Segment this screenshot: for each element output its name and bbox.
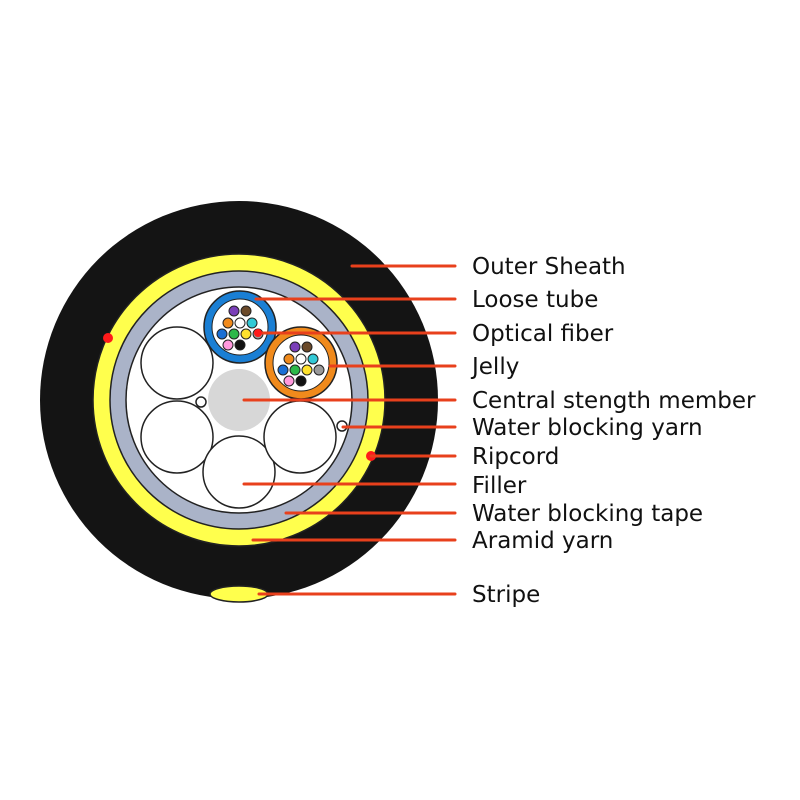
optical-fiber	[234, 339, 246, 351]
ripcord	[103, 333, 113, 343]
optical-fiber	[301, 364, 313, 376]
label-outer-sheath: Outer Sheath	[472, 254, 626, 280]
optical-fiber	[289, 341, 301, 353]
optical-fiber	[283, 353, 295, 365]
optical-fiber	[313, 364, 325, 376]
optical-fiber	[216, 328, 228, 340]
filler	[202, 435, 276, 509]
optical-fiber	[307, 353, 319, 365]
central-strength-member	[208, 369, 270, 431]
optical-fiber-bundle	[277, 341, 325, 387]
optical-fiber	[222, 317, 234, 329]
optical-fiber	[246, 317, 258, 329]
label-water-blocking-tape: Water blocking tape	[472, 501, 703, 527]
optical-fiber	[277, 364, 289, 376]
optical-fiber	[240, 328, 252, 340]
optical-fiber	[283, 375, 295, 387]
optical-fiber	[228, 305, 240, 317]
optical-fiber-marker-dot	[254, 329, 262, 337]
loose-tube-orange	[264, 326, 338, 400]
label-filler: Filler	[472, 473, 527, 499]
optical-fiber	[240, 305, 252, 317]
optical-fiber	[228, 328, 240, 340]
optical-fiber	[289, 364, 301, 376]
filler	[140, 326, 214, 400]
optical-fiber	[301, 341, 313, 353]
label-loose-tube: Loose tube	[472, 287, 598, 313]
label-aramid-yarn: Aramid yarn	[472, 528, 613, 554]
label-central-strength-member: Central stength member	[472, 388, 756, 414]
leader-lines	[242, 264, 457, 596]
label-ripcord: Ripcord	[472, 444, 559, 470]
label-jelly: Jelly	[470, 354, 519, 380]
optical-fiber	[222, 339, 234, 351]
optical-fiber	[295, 375, 307, 387]
filler	[263, 400, 337, 474]
optical-fiber	[295, 353, 307, 365]
optical-fiber	[234, 317, 246, 329]
label-optical-fiber: Optical fiber	[472, 321, 614, 347]
label-stripe: Stripe	[472, 582, 540, 608]
filler	[140, 400, 214, 474]
water-blocking-yarn	[195, 396, 207, 408]
loose-tube-blue	[203, 290, 277, 364]
callout-labels: Outer Sheath Loose tube Optical fiber Je…	[470, 254, 756, 608]
label-water-blocking-yarn: Water blocking yarn	[472, 415, 703, 441]
